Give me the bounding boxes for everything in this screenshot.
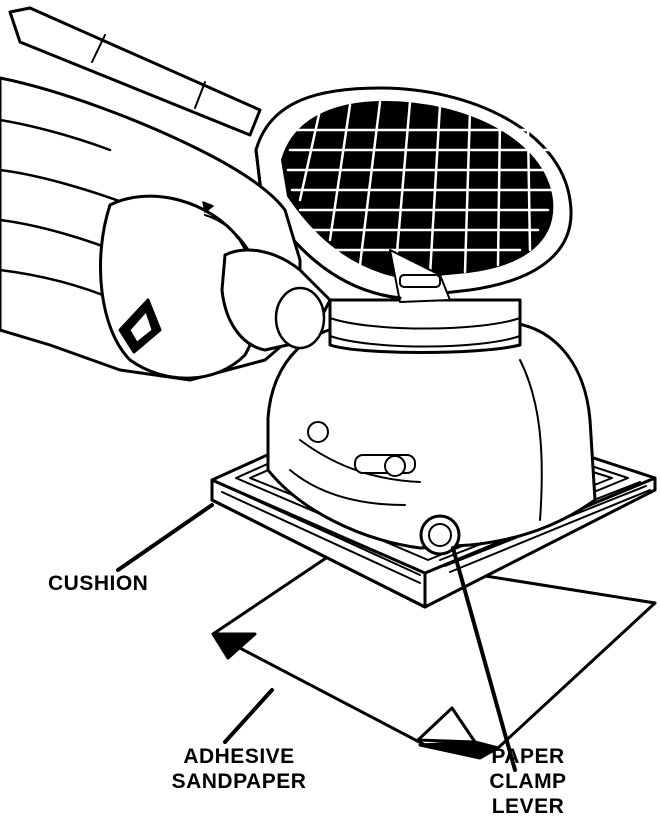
label-sandpaper: SANDPAPER bbox=[172, 770, 307, 793]
palm-grip bbox=[254, 86, 573, 303]
callout-labels: CUSHION ADHESIVE SANDPAPER PAPER CLAMP L… bbox=[48, 572, 566, 818]
brand-logo bbox=[118, 298, 162, 354]
label-lever: LEVER bbox=[492, 795, 565, 818]
label-adhesive: ADHESIVE bbox=[183, 745, 294, 768]
sandpaper-leader bbox=[223, 688, 274, 744]
label-clamp: CLAMP bbox=[489, 770, 566, 793]
adhesive-sandpaper-sheet bbox=[211, 550, 657, 760]
power-cord bbox=[8, 6, 262, 137]
sander-body bbox=[266, 298, 597, 550]
honeycomb-grid bbox=[286, 100, 554, 277]
lever-leader bbox=[451, 546, 517, 772]
leader-lines bbox=[116, 503, 517, 772]
paper-clamp-lever bbox=[419, 514, 461, 556]
label-paper: PAPER bbox=[491, 745, 564, 768]
cushion-leader bbox=[116, 503, 214, 572]
label-cushion: CUSHION bbox=[48, 572, 148, 595]
hand-on-sander bbox=[0, 76, 332, 382]
